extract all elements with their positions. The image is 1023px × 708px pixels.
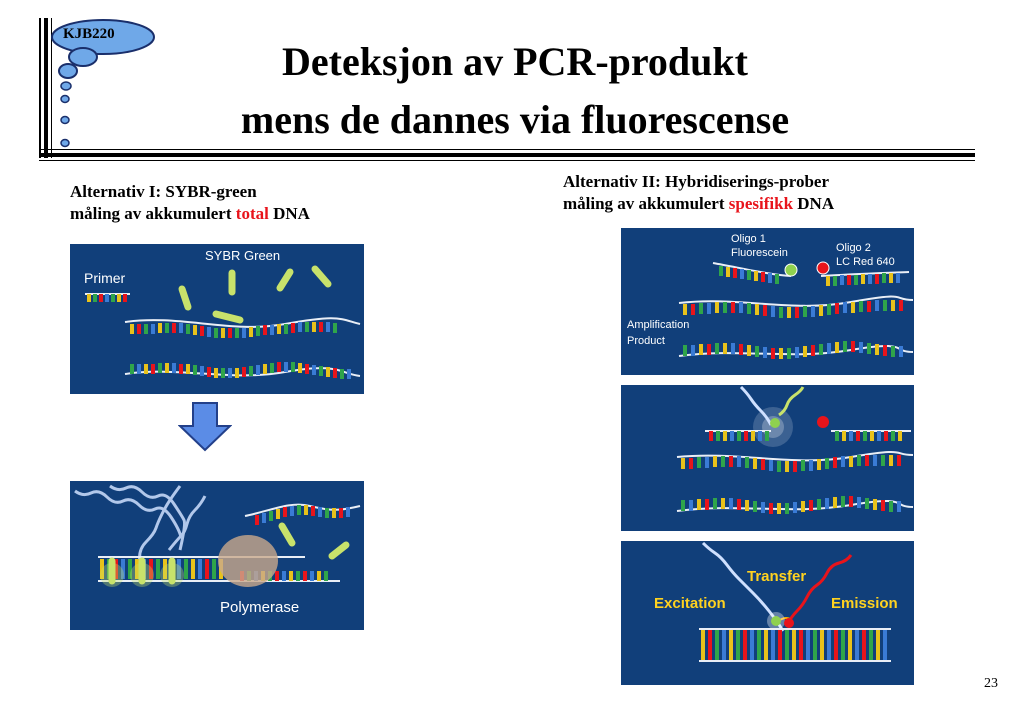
bound-sybr (100, 557, 184, 587)
sybr-label: SYBR Green (205, 248, 280, 263)
left-border-line-2 (44, 18, 48, 158)
amp-line1: Amplification (627, 319, 689, 331)
free-sybr (278, 522, 350, 560)
transfer-label: Transfer (747, 568, 806, 585)
alt2-line2-suffix: DNA (793, 194, 835, 213)
excitation-label: Excitation (654, 595, 726, 612)
page-title-line-1: Deteksjon av PCR-produkt (282, 39, 748, 84)
sybr-panel-top: SYBR Green Primer (70, 244, 364, 394)
left-border-line-1 (39, 18, 41, 158)
left-border-line-3 (51, 18, 52, 158)
oligo2-probe (816, 261, 910, 286)
title-rule-3 (39, 160, 975, 161)
alt1-caption: Alternativ I: SYBR-green måling av akkum… (70, 181, 310, 225)
alt2-caption: Alternativ II: Hybridiserings-prober mål… (563, 171, 834, 215)
alt1-line2-suffix: DNA (268, 204, 310, 223)
bullet-ellipse-icons (51, 19, 155, 148)
probe-panel-1: Oligo 1 Fluorescein Oligo 2 LC Red 640 A… (621, 228, 914, 375)
page-title-line-2: mens de dannes via fluorescense (240, 97, 790, 142)
oligo2-line1: Oligo 2 (836, 242, 871, 254)
slide-number: 23 (984, 676, 998, 691)
oligo1-line1: Oligo 1 (731, 233, 766, 245)
alt1-highlight: total (235, 204, 269, 223)
alt2-line1: Alternativ II: Hybridiserings-prober (563, 172, 830, 191)
probe-panel-2 (621, 385, 914, 531)
course-label: KJB220 (63, 26, 115, 42)
dna-double-strand (124, 317, 361, 379)
amp-product-dna (678, 295, 914, 359)
alt2-line2-prefix: måling av akkumulert (563, 194, 729, 213)
polymerase-label: Polymerase (220, 599, 299, 616)
excitation-wave (739, 385, 773, 426)
bound-probes-dna (699, 628, 891, 662)
primer-label: Primer (84, 270, 126, 286)
probe-panel-3: Transfer Excitation Emission (621, 541, 914, 685)
sybr-molecules (178, 265, 332, 324)
probe-pair-bound (705, 416, 911, 441)
amp-line2: Product (627, 335, 665, 347)
alt1-line2-prefix: måling av akkumulert (70, 204, 236, 223)
primer-strand (85, 293, 130, 302)
light-waves (74, 484, 207, 563)
polymerase-enzyme (218, 535, 278, 587)
polymerase-panel: Polymerase (70, 481, 364, 630)
oligo1-probe (712, 262, 798, 284)
excitation-wave-2 (701, 541, 785, 632)
alt2-highlight: spesifikk (728, 194, 794, 213)
red-emission-wave (785, 554, 853, 626)
alt1-line2: måling av akkumulert total DNA (70, 203, 310, 225)
amp-product-dna-2 (676, 450, 914, 514)
down-arrow-icon (178, 402, 232, 452)
alt1-line1: Alternativ I: SYBR-green (70, 182, 257, 201)
oligo1-line2: Fluorescein (731, 247, 788, 259)
emission-label: Emission (831, 595, 898, 612)
title-rule-1 (39, 149, 975, 150)
alt2-line2: måling av akkumulert spesifikk DNA (563, 193, 834, 215)
green-emission-wave (778, 386, 805, 417)
title-rule-2 (39, 153, 975, 157)
oligo2-line2: LC Red 640 (836, 256, 895, 268)
